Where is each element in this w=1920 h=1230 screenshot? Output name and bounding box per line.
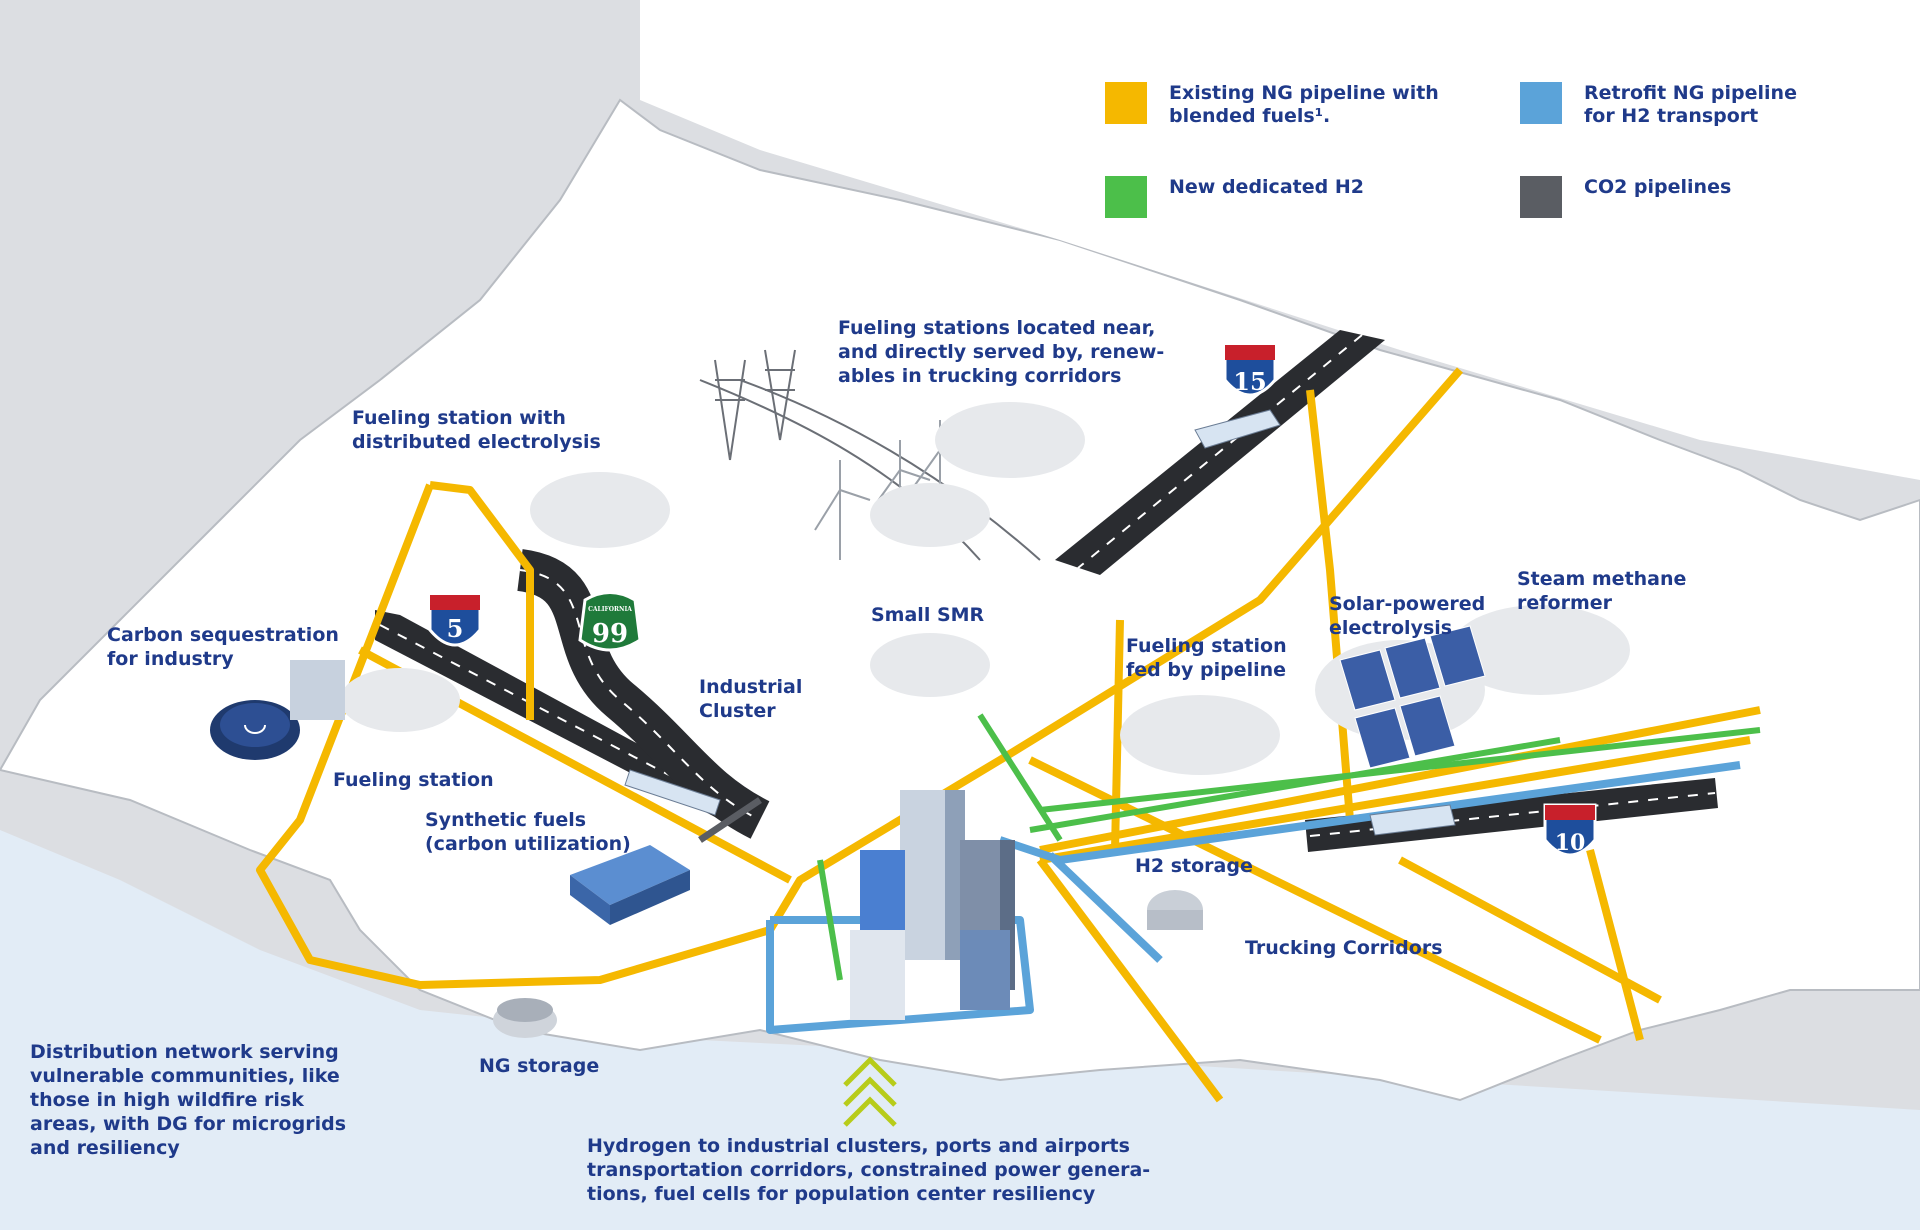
city-center bbox=[850, 790, 1015, 1020]
trucks bbox=[624, 409, 1456, 836]
label-solar-electrolysis: Solar-powered electrolysis bbox=[1329, 593, 1486, 639]
label-small-smr: Small SMR bbox=[871, 604, 985, 626]
existing-ng-pipelines bbox=[256, 367, 1761, 1103]
new-h2-pipelines bbox=[817, 713, 1761, 981]
solar-panels bbox=[1339, 625, 1486, 769]
i10-shield: 10 bbox=[1543, 803, 1597, 857]
legend-label-new-h2: New dedicated H2 bbox=[1169, 176, 1364, 198]
i15-shield: 15 bbox=[1223, 343, 1277, 397]
legend-label-co2: CO2 pipelines bbox=[1584, 176, 1732, 198]
ng-storage-tank bbox=[493, 998, 557, 1038]
i10-number: 10 bbox=[1555, 830, 1586, 856]
legend-label-retrofit-ng: Retrofit NG pipeline for H2 transport bbox=[1584, 82, 1797, 127]
highway-i15 bbox=[1055, 330, 1385, 575]
label-fueling-renewables: Fueling stations located near, and direc… bbox=[838, 317, 1165, 387]
i5-number: 5 bbox=[447, 614, 464, 643]
label-h2-storage: H2 storage bbox=[1135, 855, 1253, 877]
ca99-shield: CALIFORNIA 99 bbox=[578, 591, 642, 652]
label-ng-storage: NG storage bbox=[479, 1055, 600, 1077]
legend-retrofit-ng: Retrofit NG pipeline for H2 transport bbox=[1520, 82, 1797, 128]
co2-pipeline bbox=[698, 797, 762, 843]
label-synthetic-fuels: Synthetic fuels (carbon utilization) bbox=[425, 809, 631, 855]
legend-swatch-existing-ng bbox=[1105, 82, 1147, 124]
ca99-number: 99 bbox=[592, 619, 628, 649]
up-chevron-arrows bbox=[843, 1056, 897, 1127]
label-fueling-pipeline: Fueling station fed by pipeline bbox=[1126, 635, 1287, 681]
land-region bbox=[0, 98, 1920, 1102]
legend-swatch-retrofit-ng bbox=[1520, 82, 1562, 124]
ocean bbox=[0, 830, 1920, 1230]
carbon-sequestration-facility bbox=[210, 660, 345, 760]
synthetic-fuels-facility bbox=[570, 845, 690, 925]
legend-new-h2: New dedicated H2 bbox=[1105, 176, 1364, 218]
legend-label-existing-ng: Existing NG pipeline with blended fuels¹… bbox=[1169, 82, 1439, 127]
label-steam-reformer: Steam methane reformer bbox=[1517, 568, 1687, 614]
label-industrial-cluster: Industrial Cluster bbox=[699, 676, 803, 722]
label-trucking-corridors: Trucking Corridors bbox=[1245, 937, 1443, 959]
legend-co2: CO2 pipelines bbox=[1520, 176, 1731, 218]
label-distribution-network: Distribution network serving vulnerable … bbox=[30, 1041, 347, 1159]
label-hydrogen-industrial: Hydrogen to industrial clusters, ports a… bbox=[587, 1135, 1151, 1205]
h2-storage-tank bbox=[1147, 890, 1203, 930]
legend-existing-ng: Existing NG pipeline with blended fuels¹… bbox=[1105, 82, 1439, 128]
i15-number: 15 bbox=[1233, 367, 1266, 396]
legend-swatch-co2 bbox=[1520, 176, 1562, 218]
north-land bbox=[640, 0, 1920, 480]
legend-swatch-new-h2 bbox=[1105, 176, 1147, 218]
ca99-top-text: CALIFORNIA bbox=[588, 606, 632, 613]
highway-ca99 bbox=[516, 549, 770, 839]
label-fueling-electrolysis: Fueling station with distributed electro… bbox=[352, 407, 601, 453]
i5-shield: 5 bbox=[428, 593, 482, 647]
label-carbon-sequestration: Carbon sequestration for industry bbox=[107, 624, 339, 670]
label-fueling-station: Fueling station bbox=[333, 769, 494, 791]
